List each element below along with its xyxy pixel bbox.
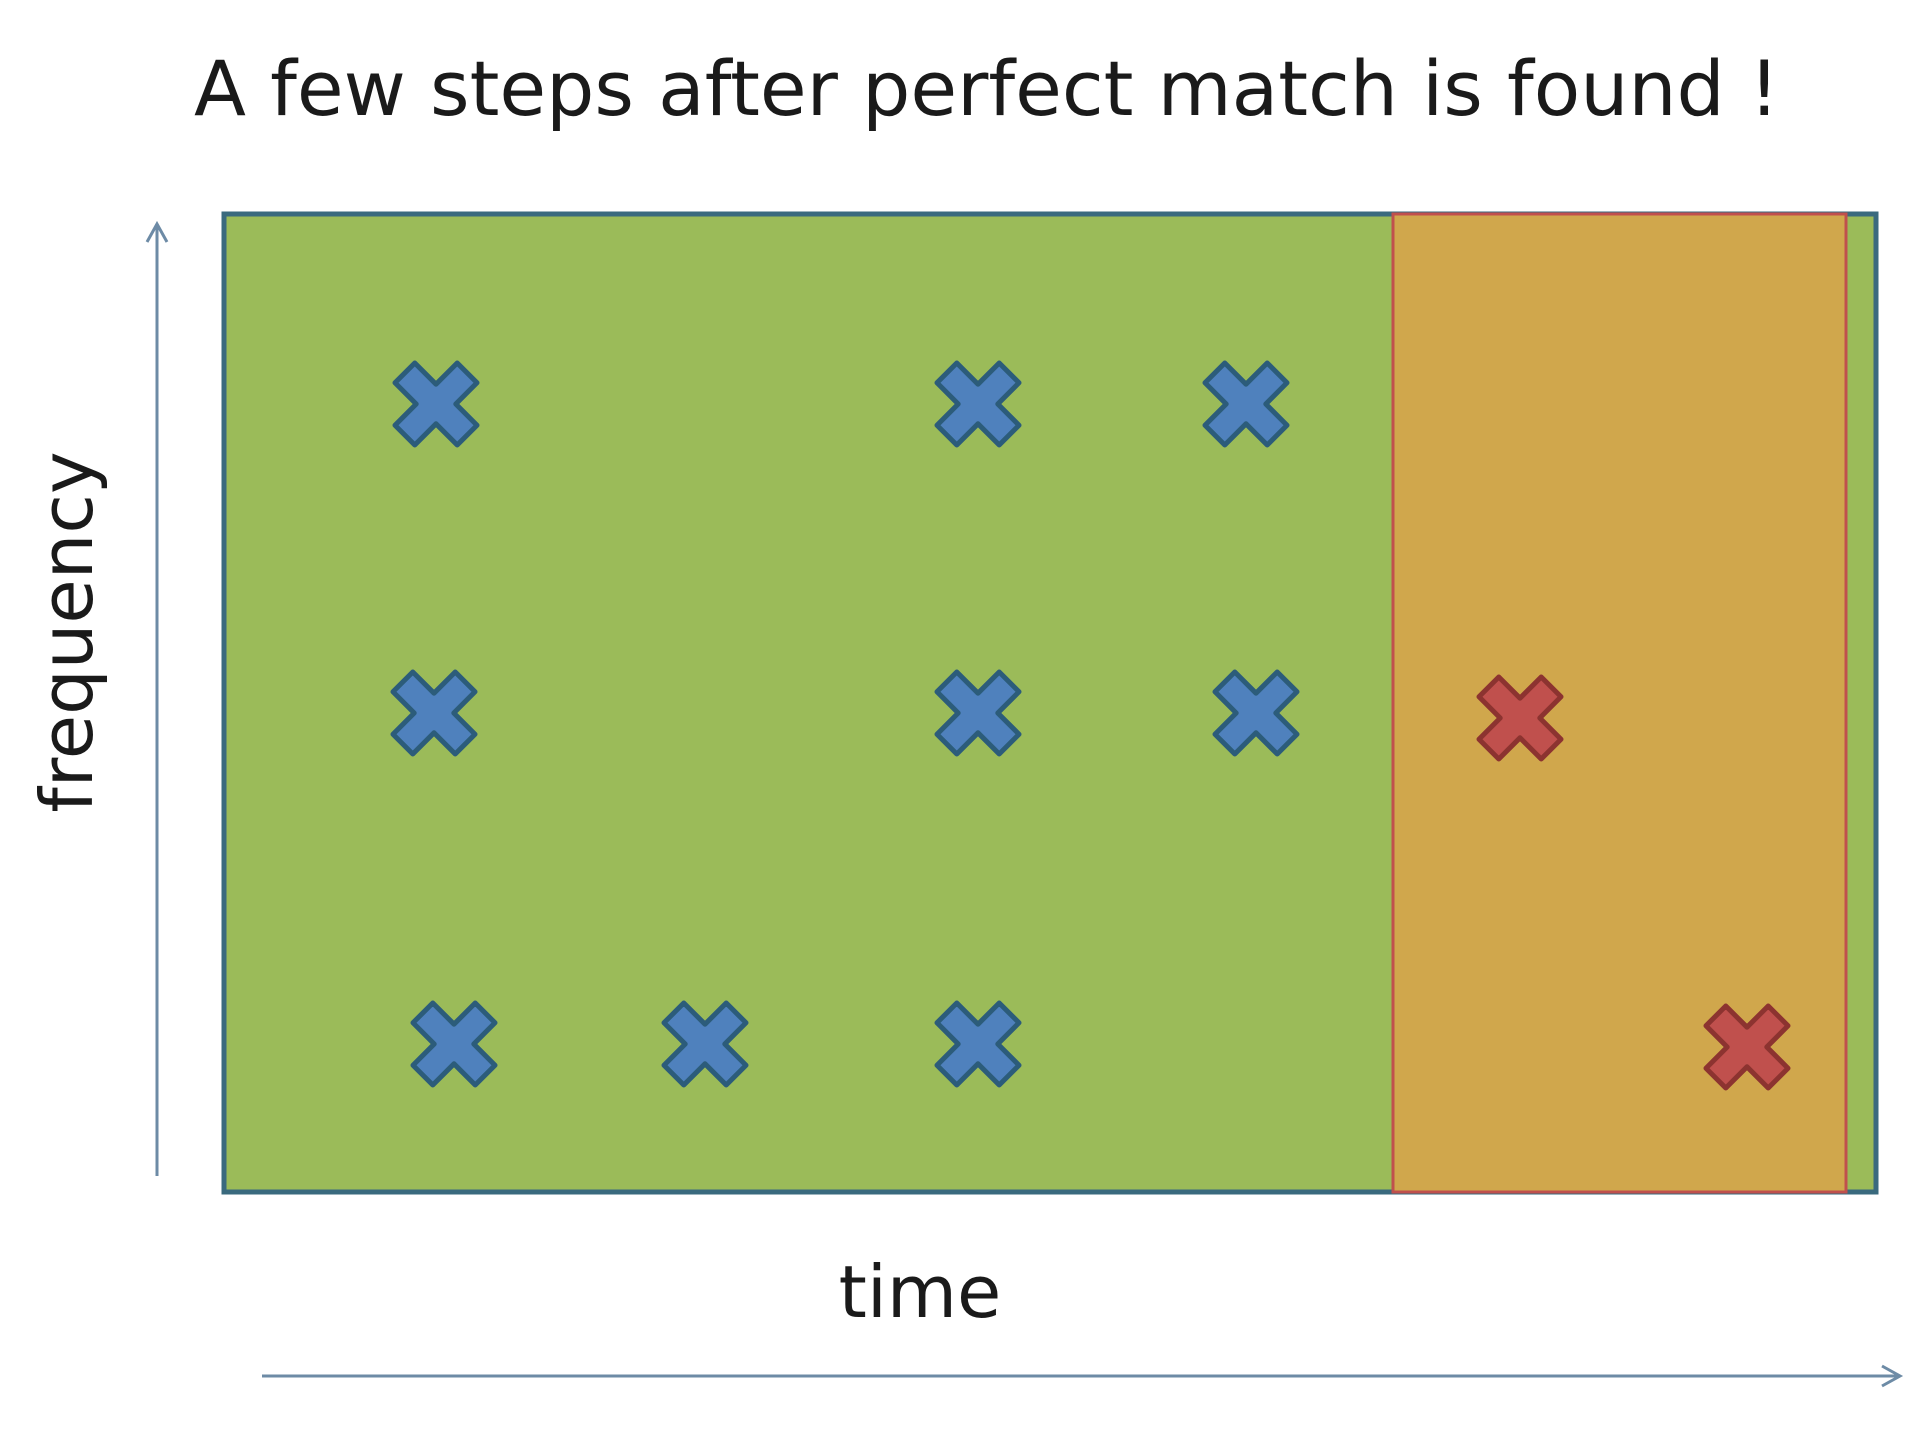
page-title: A few steps after perfect match is found…: [194, 44, 1779, 133]
x-mark-icon: [661, 1000, 749, 1088]
x-axis-label: time: [839, 1250, 1002, 1334]
x-mark-icon: [1476, 674, 1564, 762]
matched-marker-bottom: [410, 1000, 498, 1088]
matched-marker-bottom: [661, 1000, 749, 1088]
matched-marker-top: [934, 360, 1022, 448]
x-mark-icon: [934, 1000, 1022, 1088]
matched-marker-top: [392, 360, 480, 448]
x-mark-icon: [410, 1000, 498, 1088]
markers: [390, 360, 1791, 1091]
matched-marker-bottom: [934, 1000, 1022, 1088]
matched-marker-middle: [934, 669, 1022, 757]
x-mark-icon: [1703, 1003, 1791, 1091]
y-axis-label: frequency: [25, 451, 109, 812]
y-axis: frequency: [25, 220, 169, 1176]
new-marker-middle: [1476, 674, 1564, 762]
matched-marker-middle: [390, 669, 478, 757]
x-mark-icon: [1202, 360, 1290, 448]
new-marker-bottom: [1703, 1003, 1791, 1091]
x-mark-icon: [392, 360, 480, 448]
matched-marker-middle: [1212, 669, 1300, 757]
matched-marker-top: [1202, 360, 1290, 448]
time-frequency-window: [221, 211, 1879, 1195]
x-axis: time: [262, 1250, 1904, 1388]
x-mark-icon: [934, 360, 1022, 448]
x-mark-icon: [390, 669, 478, 757]
x-mark-icon: [1212, 669, 1300, 757]
highlight-region: [1391, 212, 1848, 1194]
x-mark-icon: [934, 669, 1022, 757]
